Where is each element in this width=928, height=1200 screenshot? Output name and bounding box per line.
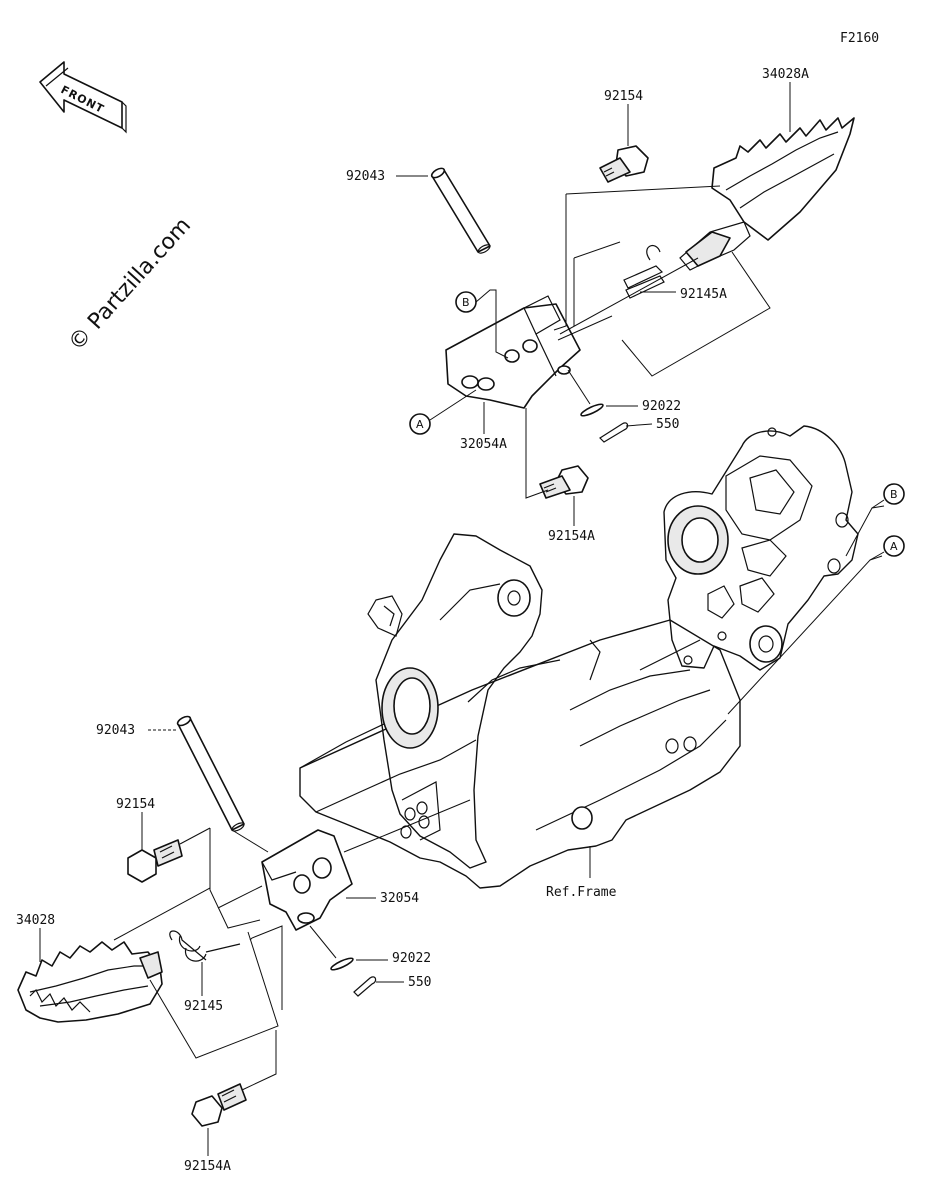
bolt-92154-bottom [127,839,183,883]
svg-text:A: A [416,418,424,431]
label-34028A: 34028A [762,67,809,82]
label-92145: 92145 [184,999,223,1014]
label-550-bottom: 550 [408,975,431,990]
washer-92022-bottom [330,957,354,971]
frame-ref [299,425,859,889]
cotter-pin-550-top [599,422,629,443]
front-arrow-icon: FRONT [39,61,127,134]
left-footpeg-34028 [17,941,163,1023]
callout-a-right: A [869,535,905,561]
pin-92043-top [430,167,491,254]
label-92154-top: 92154 [604,89,643,104]
label-34028: 34028 [16,913,55,928]
svg-text:A: A [890,540,898,553]
label-92154A-top: 92154A [548,529,595,544]
right-footpeg-34028A [679,117,855,271]
label-ref-frame: Ref.Frame [546,885,617,900]
label-92022-bottom: 92022 [392,951,431,966]
label-92022-top: 92022 [642,399,681,414]
bracket-32054A [445,295,581,409]
label-550-top: 550 [656,417,679,432]
bolt-92154A-top [539,465,589,499]
svg-text:B: B [890,488,898,501]
bolt-92154-top [599,145,649,183]
diagram-code: F2160 [840,31,879,46]
watermark: © Partzilla.com [64,213,196,356]
spring-92145A [623,244,665,299]
cotter-pin-550-bottom [353,976,377,997]
label-92154-bottom: 92154 [116,797,155,812]
callout-a-top: A [409,389,477,435]
svg-text:B: B [462,296,470,309]
pin-92043-bottom [176,715,245,832]
callout-b-right: B [871,483,905,509]
label-92043-top: 92043 [346,169,385,184]
label-92154A-bottom: 92154A [184,1159,231,1174]
spring-92145 [169,930,241,962]
callout-b-top: B [455,289,509,359]
washer-92022-top [580,403,604,417]
bolt-92154A-bottom [191,1083,247,1127]
bracket-32054 [261,829,353,931]
label-32054A: 32054A [460,437,507,452]
label-32054: 32054 [380,891,419,906]
label-92145A: 92145A [680,287,727,302]
label-92043-bottom: 92043 [96,723,135,738]
